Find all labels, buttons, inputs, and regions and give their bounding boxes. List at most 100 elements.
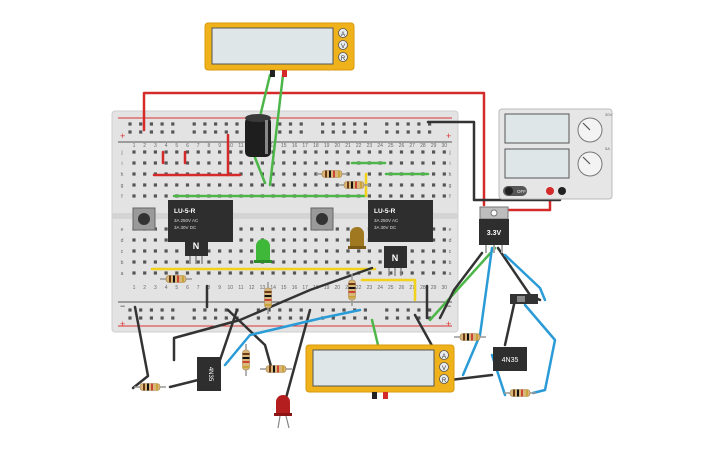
wire-green[interactable] <box>370 318 380 347</box>
resistor[interactable] <box>454 333 486 341</box>
hole <box>346 161 350 165</box>
hole <box>292 271 297 275</box>
meter-mode-button[interactable] <box>338 28 348 38</box>
hole <box>292 238 297 242</box>
column-number: 1 <box>133 143 136 149</box>
meter-mode-button[interactable] <box>338 52 348 62</box>
resistor[interactable] <box>160 275 192 283</box>
wire-black[interactable] <box>131 305 150 390</box>
rail-hole <box>299 122 303 126</box>
voltage-regulator[interactable]: 3.3V <box>479 206 509 253</box>
hole <box>196 271 200 275</box>
column-number: 26 <box>399 143 405 149</box>
resistor[interactable] <box>504 389 536 397</box>
row-letter: b <box>449 260 452 266</box>
hole <box>143 150 147 154</box>
probe-black[interactable] <box>372 392 377 399</box>
rail-hole <box>192 308 196 312</box>
hole <box>143 172 147 176</box>
hole <box>260 161 264 165</box>
rail-hole <box>288 316 293 320</box>
hole <box>153 183 157 187</box>
optocoupler-right[interactable]: 4N35 <box>493 347 527 371</box>
hole <box>132 183 136 187</box>
power-supply[interactable]: 30V 5A OFF <box>498 108 613 200</box>
optocoupler-left[interactable]: 4N35 <box>197 357 221 391</box>
resistor[interactable] <box>264 282 272 314</box>
rail-hole <box>192 316 196 320</box>
transistor-right[interactable]: N <box>384 246 407 276</box>
wire-black[interactable] <box>438 251 484 320</box>
hole <box>153 194 157 198</box>
wire-black[interactable] <box>503 298 517 347</box>
rail-hole <box>203 130 207 134</box>
hole <box>442 271 446 275</box>
row-letter: h <box>449 172 452 178</box>
hole <box>282 238 286 242</box>
transistor-left[interactable]: N <box>185 234 208 264</box>
resistor[interactable] <box>348 274 356 306</box>
resistor[interactable] <box>242 344 250 376</box>
hole <box>164 227 168 231</box>
hole <box>228 249 232 253</box>
wire-blue[interactable] <box>503 253 547 302</box>
column-number: 6 <box>186 143 189 149</box>
hole <box>282 271 286 275</box>
led-yellow[interactable] <box>348 227 366 249</box>
probe-red[interactable] <box>282 70 287 77</box>
wire-green[interactable] <box>428 246 497 322</box>
wire-black[interactable] <box>226 308 274 372</box>
slide-switch[interactable] <box>510 294 538 304</box>
wire-green[interactable] <box>268 73 285 187</box>
meter-mode-button[interactable] <box>439 374 449 384</box>
wire-black[interactable] <box>448 373 494 382</box>
wire-blue[interactable] <box>223 308 362 367</box>
electrolytic-capacitor[interactable] <box>245 114 271 157</box>
led-green[interactable] <box>254 239 272 263</box>
knob-label: 5A <box>605 146 610 151</box>
meter-mode-label: R <box>341 56 346 62</box>
wire-blue[interactable] <box>523 303 557 395</box>
hole <box>389 161 393 165</box>
hole <box>346 238 350 242</box>
wire-yellow[interactable] <box>360 278 417 302</box>
hole <box>432 271 436 275</box>
hole <box>143 183 147 187</box>
hole <box>303 172 307 176</box>
pushbutton-left[interactable] <box>132 207 156 231</box>
multimeter-top[interactable]: A V R <box>204 22 355 77</box>
meter-mode-label: V <box>341 44 345 50</box>
wire-black[interactable] <box>168 378 200 389</box>
positive-terminal[interactable] <box>546 187 554 195</box>
wire-red[interactable] <box>142 91 486 207</box>
meter-mode-button[interactable] <box>439 362 449 372</box>
relay-right[interactable]: LU-5-R 3A 250V AC 3A 30V DC <box>368 200 433 242</box>
resistor[interactable] <box>338 181 370 189</box>
negative-terminal[interactable] <box>558 187 566 195</box>
resistor[interactable] <box>134 383 166 391</box>
rail-hole <box>149 316 153 320</box>
regulator-label: 3.3V <box>487 230 502 237</box>
hole <box>239 172 243 176</box>
rail-hole <box>395 122 400 126</box>
rail-hole <box>171 130 175 134</box>
multimeter-bottom[interactable]: A V R <box>305 344 455 399</box>
meter-mode-button[interactable] <box>439 350 449 360</box>
meter-mode-button[interactable] <box>338 40 348 50</box>
hole <box>314 249 318 253</box>
wire-black[interactable] <box>284 308 312 400</box>
supply-current-display <box>504 148 570 179</box>
resistor[interactable] <box>316 170 348 178</box>
hole <box>410 260 414 264</box>
rail-hole <box>363 122 367 126</box>
rail-plus-label: + <box>446 131 451 141</box>
pushbutton-right[interactable] <box>310 207 334 231</box>
led-red[interactable] <box>274 395 292 429</box>
wire-black[interactable] <box>218 308 239 362</box>
column-number: 4 <box>165 143 168 149</box>
rail-hole <box>256 316 260 320</box>
probe-red[interactable] <box>383 392 388 399</box>
probe-black[interactable] <box>270 70 275 77</box>
resistor[interactable] <box>260 365 292 373</box>
hole <box>282 227 286 231</box>
